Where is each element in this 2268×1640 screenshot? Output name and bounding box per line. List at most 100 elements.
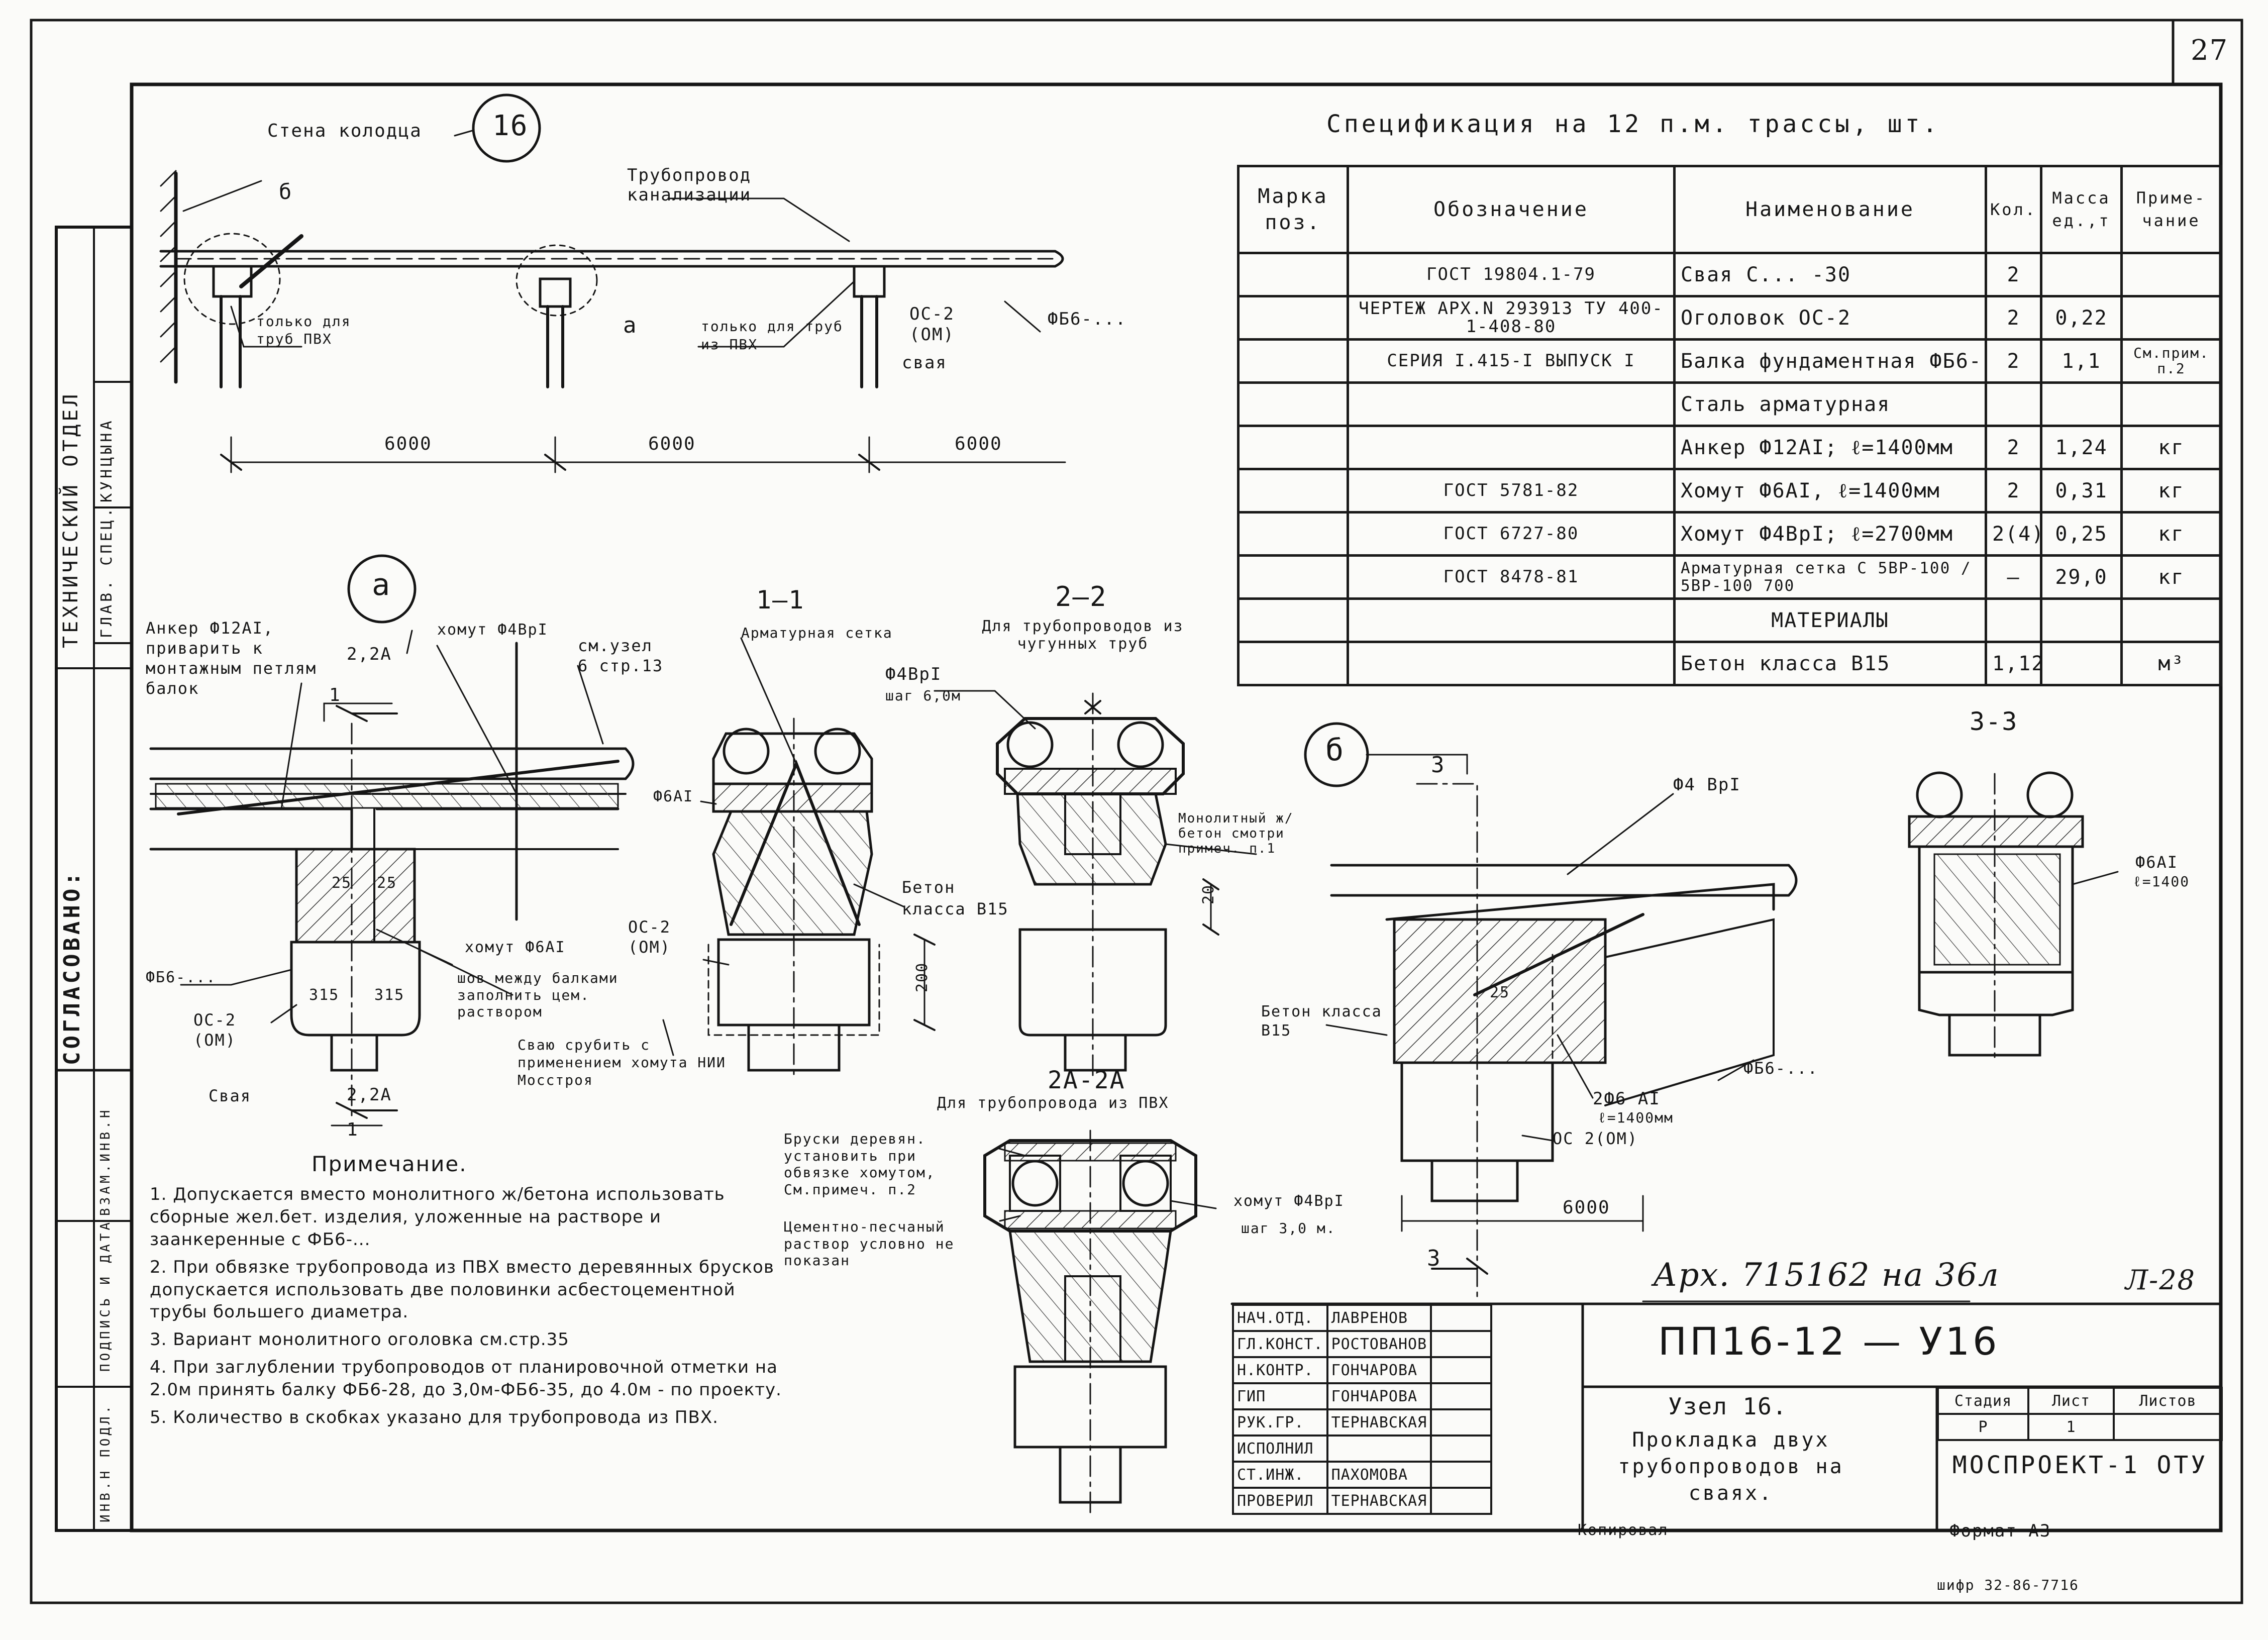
spec-cell-mass: 0,31 [2040,468,2123,514]
span-b: 6000 [1563,1197,1610,1218]
seam-label: шов между балками заполнить цем. раствор… [457,970,618,1020]
spec-cell-qty: 2 [1985,425,2042,470]
note-item: 1. Допускается вместо монолитного ж/бето… [150,1184,725,1250]
organization: МОСПРОЕКТ-1 ОТУ [1952,1451,2208,1479]
approval-row: Н.КОНТР.ГОНЧАРОВА [1232,1356,1493,1384]
spec-row: Сталь арматурная [1237,381,2222,427]
spec-cell-name: МАТЕРИАЛЫ [1673,597,1987,643]
spec-cell-note [2120,381,2222,427]
anchor-label: Анкер Ф12АI, приварить к монтажным петля… [146,619,317,698]
stage-label: Стадия [1937,1387,2029,1415]
spec-cell-designation: ЧЕРТЕЖ АРХ.N 293913 ТУ 400-1-408-80 [1347,295,1676,341]
approval-role: ИСПОЛНИЛ [1232,1434,1328,1463]
signature-cell [1430,1408,1493,1437]
approval-role: ПРОВЕРИЛ [1232,1487,1328,1515]
only-pvc-mid: только для труб из ПВХ [701,318,843,353]
section-3-3-title: 3-3 [1970,707,2018,736]
sheet-number: 27 [2191,34,2229,67]
approval-role: ГЛ.КОНСТ. [1232,1330,1328,1358]
approval-name: ПАХОМОВА [1326,1461,1432,1489]
approval-role: Н.КОНТР. [1232,1356,1328,1384]
approval-row: НАЧ.ОТД.ЛАВРЕНОВ [1232,1304,1493,1332]
spec-cell-note: кг [2120,554,2222,600]
spec-cell-mark [1237,338,1349,384]
section-3-mark-top: 3 [1431,752,1446,778]
approval-name [1326,1434,1432,1463]
spec-cell-mark [1237,381,1349,427]
approval-name: ЛАВРЕНОВ [1326,1304,1432,1332]
section-2-2-subtitle: Для трубопроводов из чугунных труб [982,618,1184,653]
dim-315-b: 315 [374,986,405,1004]
detail-b-marker: б [1325,733,1345,768]
signature-cell [1430,1434,1493,1463]
concrete-label-b: Бетон класса В15 [1261,1003,1382,1040]
spec-cell-mark [1237,252,1349,297]
spec-cell-name: Хомут Ф6АI, ℓ=1400мм [1673,468,1987,514]
spec-cell-qty: 2 [1985,252,2042,297]
stamp-agreed: СОГЛАСОВАНО: [59,869,85,1065]
archive-note: Арх. 715162 на 36л [1653,1257,2000,1294]
step-22: шаг 6,0м [885,687,961,704]
cipher-label: шифр 32-86-7716 [1937,1577,2079,1593]
spec-cell-mark [1237,641,1349,686]
beam-left-label: ФБ6-... [146,969,217,986]
approval-role: НАЧ.ОТД. [1232,1304,1328,1332]
mortar-label: Цементно-песчаный раствор условно не пок… [784,1218,955,1269]
spec-cell-mass [2040,641,2123,686]
clamp-top-label: хомут Ф4ВрI [437,621,548,639]
cut-pile-label: Сваю срубить с применением хомута НИИ Мо… [518,1037,726,1088]
spec-cell-qty: 2 [1985,338,2042,384]
note-item: 5. Количество в скобках указано для труб… [150,1407,718,1427]
dim-25-a: 25 [332,874,352,892]
spec-cell-name: Арматурная сетка С 5ВР-100 / 5ВР-100 700 [1673,554,1987,600]
spec-cell-mark [1237,468,1349,514]
spec-cell-note [2120,252,2222,297]
spec-cell-mark [1237,597,1349,643]
length-33: ℓ=1400 [2133,873,2190,890]
stamp-chief-name: КУНЦЫНА [98,418,116,502]
spec-cell-qty [1985,381,2042,427]
spec-cell-designation [1347,381,1676,427]
spec-cell-designation: ГОСТ 19804.1-79 [1347,252,1676,297]
spec-cell-note: м³ [2120,641,2222,686]
oc2-b-label: ОС 2(ОМ) [1553,1129,1638,1148]
note-item: 3. Вариант монолитного оголовка см.стр.3… [150,1329,569,1350]
label-b-small: б [279,179,293,204]
spec-cell-qty: 2 [1985,468,2042,514]
signature-cell [1430,1304,1493,1332]
approval-name: ГОНЧАРОВА [1326,1382,1432,1410]
pile-left-label: Свая [209,1086,252,1105]
spec-cell-designation [1347,597,1676,643]
spec-cell-mark [1237,554,1349,600]
approval-row: РУК.ГР.ТЕРНАВСКАЯ [1232,1408,1493,1437]
section-1-1-title: 1—1 [756,585,805,614]
stamp-field-1: ИНВ.Н ПОДЛ. [98,1402,113,1522]
stamp-chief-label: ГЛАВ. СПЕЦ. [98,505,116,638]
approval-name: ГОНЧАРОВА [1326,1356,1432,1384]
spec-cell-designation: ГОСТ 5781-82 [1347,468,1676,514]
spec-cell-mass [2040,252,2123,297]
spec-cell-designation [1347,641,1676,686]
label-a-small: а [623,313,638,338]
spec-cell-mass: 1,1 [2040,338,2123,384]
spec-cell-mass: 1,24 [2040,425,2123,470]
concrete-label-11: Бетон класса В15 [902,878,1009,919]
monolith-label: Монолитный ж/бетон смотри примеч. п.1 [1178,811,1294,856]
spec-cell-note [2120,295,2222,341]
dim-25-b-detail: 25 [1490,984,1510,1001]
section-22a-mark-bottom: 2,2А [347,1085,392,1105]
stamp-department: ТЕХНИЧЕСКИЙ ОТДЕЛ [59,391,82,648]
spec-cell-name: Хомут Ф4ВрI; ℓ=2700мм [1673,511,1987,557]
detail-a-marker: а [372,567,391,602]
stage-table: Стадия Лист Листов Р 1 [1937,1387,2223,1441]
spec-cell-designation [1347,425,1676,470]
spec-cell-name: Оголовок ОС-2 [1673,295,1987,341]
spec-cell-mass: 0,22 [2040,295,2123,341]
